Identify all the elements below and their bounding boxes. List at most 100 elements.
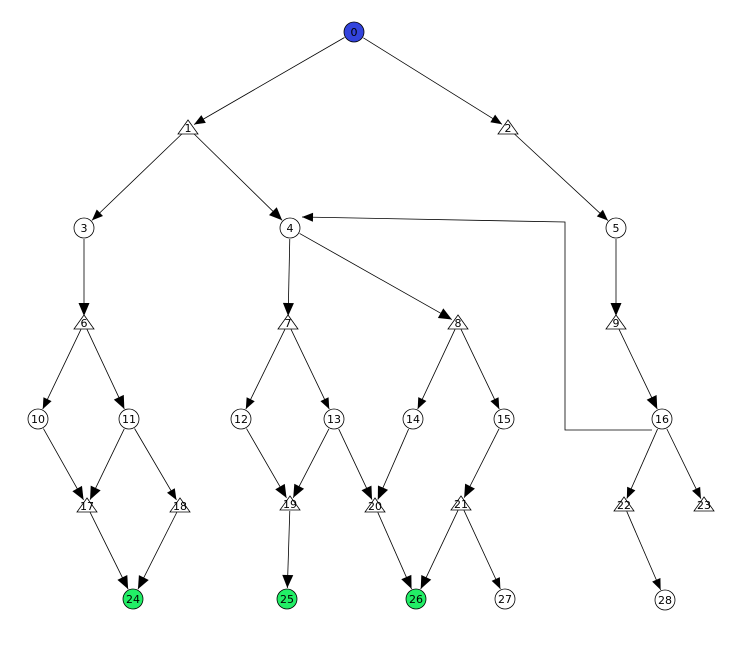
- triangle-node-shape: [447, 314, 469, 330]
- arrowhead: [320, 397, 330, 410]
- node-9[interactable]: 9: [605, 314, 627, 330]
- arrowhead: [282, 302, 294, 317]
- arrowhead: [464, 483, 475, 498]
- circle-node-shape: [122, 588, 144, 610]
- circle-node-shape: [405, 588, 427, 610]
- arrowhead: [417, 397, 427, 410]
- edge-line: [463, 510, 501, 590]
- arrowhead: [167, 488, 177, 500]
- node-4[interactable]: 4: [279, 217, 301, 239]
- node-12[interactable]: 12: [230, 408, 252, 430]
- edge-line: [86, 329, 125, 410]
- edge-9-16: [618, 329, 658, 410]
- edge-8-14: [417, 329, 456, 410]
- triangle-node-shape: [450, 495, 472, 511]
- node-13[interactable]: 13: [323, 408, 345, 430]
- edge-7-12: [245, 329, 286, 410]
- edge-14-20: [377, 428, 409, 500]
- node-label: 18: [173, 500, 187, 513]
- node-15[interactable]: 15: [493, 408, 515, 430]
- node-24[interactable]: 24: [122, 588, 144, 610]
- node-16[interactable]: 16: [651, 408, 673, 430]
- edge-16-4: [301, 212, 652, 431]
- arrowhead: [245, 397, 255, 410]
- node-0[interactable]: 0: [343, 21, 365, 43]
- node-2[interactable]: 2: [497, 119, 519, 135]
- circle-node-shape: [493, 408, 515, 430]
- triangle-node-shape: [279, 495, 301, 511]
- node-label: 25: [280, 593, 294, 606]
- node-label: 9: [613, 317, 620, 330]
- edge-10-17: [43, 428, 84, 501]
- edge-line: [618, 329, 658, 410]
- node-label: 1: [185, 122, 192, 135]
- node-14[interactable]: 14: [402, 408, 424, 430]
- triangle-node-shape: [605, 314, 627, 330]
- edge-line: [626, 428, 658, 499]
- edge-line: [338, 428, 373, 500]
- edge-line: [417, 329, 456, 410]
- node-18[interactable]: 18: [169, 497, 191, 513]
- node-label: 19: [283, 498, 297, 511]
- arrowhead: [626, 486, 636, 499]
- edge-2-5: [512, 132, 609, 221]
- arrowhead: [91, 209, 103, 221]
- triangle-node-shape: [613, 496, 635, 512]
- edge-20-26: [377, 512, 412, 590]
- node-label: 17: [80, 500, 94, 513]
- node-label: 2: [505, 122, 512, 135]
- node-27[interactable]: 27: [494, 588, 516, 610]
- node-22[interactable]: 22: [613, 496, 635, 512]
- arrowhead: [437, 308, 452, 320]
- node-28[interactable]: 28: [654, 589, 676, 611]
- node-5[interactable]: 5: [605, 217, 627, 239]
- edge-18-24: [137, 512, 178, 590]
- edge-19-25: [282, 510, 294, 589]
- circle-node-shape: [654, 589, 676, 611]
- node-25[interactable]: 25: [276, 588, 298, 610]
- node-label: 8: [455, 317, 462, 330]
- node-label: 27: [498, 593, 512, 606]
- edge-6-11: [86, 329, 125, 410]
- node-26[interactable]: 26: [405, 588, 427, 610]
- edge-line: [91, 132, 184, 221]
- edge-11-18: [134, 428, 177, 501]
- node-17[interactable]: 17: [76, 497, 98, 513]
- edge-line: [137, 512, 178, 590]
- node-label: 15: [497, 413, 511, 426]
- edge-line: [245, 329, 286, 410]
- arrowhead: [78, 303, 90, 316]
- node-8[interactable]: 8: [447, 314, 469, 330]
- node-1[interactable]: 1: [177, 119, 199, 135]
- node-label: 22: [617, 499, 631, 512]
- circle-node-shape: [27, 408, 49, 430]
- edge-line: [89, 512, 129, 590]
- arrowhead: [293, 483, 305, 498]
- triangle-node-shape: [364, 497, 386, 513]
- triangle-node-shape: [169, 497, 191, 513]
- arrowhead: [596, 209, 608, 221]
- circle-node-shape: [279, 217, 301, 239]
- node-label: 16: [655, 413, 669, 426]
- edge-line: [299, 233, 453, 320]
- edge-line: [420, 510, 459, 590]
- circle-node-shape: [343, 21, 365, 43]
- node-23[interactable]: 23: [693, 496, 715, 512]
- edge-1-3: [91, 132, 184, 221]
- edge-line: [42, 329, 82, 410]
- arrowhead: [610, 303, 622, 316]
- node-7[interactable]: 7: [277, 314, 299, 330]
- arrowhead: [113, 394, 125, 410]
- node-11[interactable]: 11: [118, 408, 140, 430]
- node-3[interactable]: 3: [73, 217, 95, 239]
- node-20[interactable]: 20: [364, 497, 386, 513]
- node-label: 13: [327, 413, 341, 426]
- circle-node-shape: [118, 408, 140, 430]
- node-21[interactable]: 21: [450, 495, 472, 511]
- node-19[interactable]: 19: [279, 495, 301, 511]
- edge-line: [43, 428, 84, 501]
- arrowhead: [275, 483, 287, 498]
- node-10[interactable]: 10: [27, 408, 49, 430]
- node-6[interactable]: 6: [73, 314, 95, 330]
